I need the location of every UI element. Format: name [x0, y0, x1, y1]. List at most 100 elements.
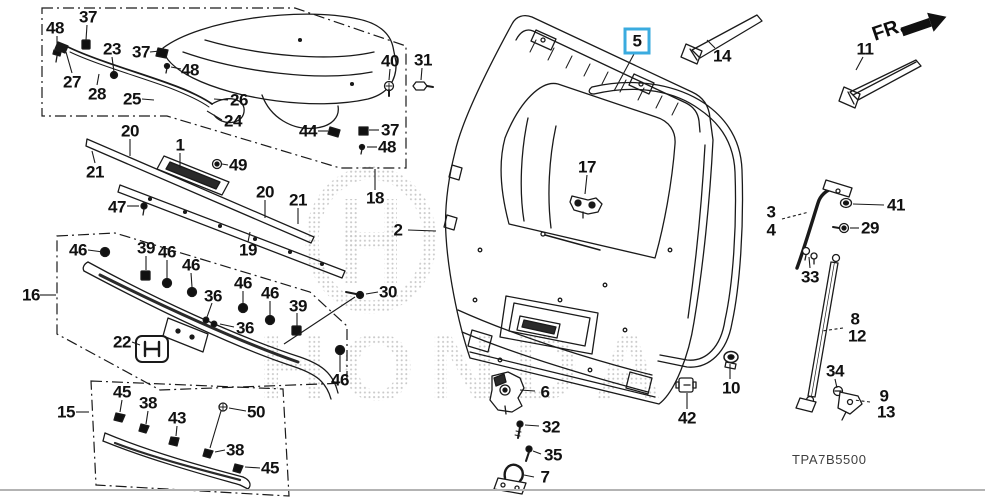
callout-18[interactable]: 18 — [366, 188, 384, 208]
callout-36[interactable]: 36 — [236, 318, 254, 338]
callout-49[interactable]: 49 — [229, 155, 247, 175]
callout-20[interactable]: 20 — [121, 121, 139, 141]
callout-21[interactable]: 21 — [289, 190, 307, 210]
callout-17[interactable]: 17 — [578, 157, 596, 177]
callout-28[interactable]: 28 — [88, 84, 106, 104]
upper-molding-drawing — [85, 138, 346, 279]
callout-46[interactable]: 46 — [261, 283, 279, 303]
callout-10[interactable]: 10 — [722, 378, 740, 398]
callout-37[interactable]: 37 — [79, 7, 97, 27]
callout-39[interactable]: 39 — [137, 238, 155, 258]
leader-line — [420, 67, 423, 81]
leader-line — [65, 51, 73, 74]
leader-line — [213, 98, 229, 101]
leader-line — [206, 302, 213, 318]
callout-37[interactable]: 37 — [381, 120, 399, 140]
callout-7[interactable]: 7 — [540, 467, 550, 487]
leader-line — [175, 425, 178, 437]
leader-line — [190, 272, 193, 288]
leader-line — [119, 399, 123, 413]
callout-16[interactable]: 16 — [22, 285, 40, 305]
glass-lock-17 — [569, 195, 603, 219]
callout-44[interactable]: 44 — [299, 121, 317, 141]
leader-line — [781, 211, 810, 220]
callout-48[interactable]: 48 — [378, 137, 396, 157]
callout-14[interactable]: 14 — [713, 46, 731, 66]
callout-19[interactable]: 19 — [239, 240, 257, 260]
callout-45[interactable]: 45 — [113, 382, 131, 402]
callout-37[interactable]: 37 — [132, 42, 150, 62]
callout-36[interactable]: 36 — [204, 286, 222, 306]
callout-5[interactable]: 5 — [623, 27, 651, 55]
callout-45[interactable]: 45 — [261, 458, 279, 478]
callout-50[interactable]: 50 — [247, 402, 265, 422]
callout-42[interactable]: 42 — [678, 408, 696, 428]
callout-8[interactable]: 8 — [850, 309, 860, 329]
callout-46[interactable]: 46 — [182, 255, 200, 275]
callout-35[interactable]: 35 — [544, 445, 562, 465]
tailgate-garnish-drawing — [82, 261, 339, 400]
callout-9[interactable]: 9 — [879, 386, 889, 406]
leader-line — [532, 450, 542, 455]
hardware-right — [675, 197, 863, 421]
callout-48[interactable]: 48 — [181, 60, 199, 80]
callout-39[interactable]: 39 — [289, 296, 307, 316]
callout-2[interactable]: 2 — [393, 220, 403, 240]
callout-31[interactable]: 31 — [414, 50, 432, 70]
callout-46[interactable]: 46 — [69, 240, 87, 260]
spoiler-drawing — [162, 13, 397, 130]
bolt-32-drawing — [514, 420, 524, 439]
callout-20[interactable]: 20 — [256, 182, 274, 202]
leader-line — [87, 249, 104, 253]
callout-25[interactable]: 25 — [123, 89, 141, 109]
callout-22[interactable]: 22 — [113, 332, 131, 352]
callout-33[interactable]: 33 — [801, 267, 819, 287]
leader-line — [85, 24, 88, 41]
callout-4[interactable]: 4 — [766, 220, 776, 240]
washer-tube-drawing — [54, 41, 245, 124]
leader-line — [834, 378, 838, 389]
fr-arrow-icon — [900, 12, 947, 37]
callout-1[interactable]: 1 — [175, 135, 185, 155]
leader-line — [247, 231, 251, 243]
leader-line — [91, 150, 96, 164]
leader-line — [706, 39, 716, 49]
callout-30[interactable]: 30 — [379, 282, 397, 302]
callout-48[interactable]: 48 — [46, 18, 64, 38]
callout-13[interactable]: 13 — [877, 402, 895, 422]
callout-26[interactable]: 26 — [230, 90, 248, 110]
callout-6[interactable]: 6 — [540, 382, 550, 402]
seal-drawing — [588, 81, 744, 368]
callout-23[interactable]: 23 — [103, 39, 121, 59]
callout-41[interactable]: 41 — [887, 195, 905, 215]
leader-line — [170, 66, 182, 70]
callout-21[interactable]: 21 — [86, 162, 104, 182]
leader-line — [365, 291, 379, 295]
leader-line — [613, 53, 635, 92]
callout-27[interactable]: 27 — [63, 72, 81, 92]
lower-garnish-drawing — [102, 432, 251, 490]
leader-line — [523, 474, 535, 478]
callout-40[interactable]: 40 — [381, 51, 399, 71]
leader-line — [149, 50, 161, 53]
callout-29[interactable]: 29 — [861, 218, 879, 238]
callout-47[interactable]: 47 — [108, 197, 126, 217]
callout-12[interactable]: 12 — [848, 326, 866, 346]
callout-46[interactable]: 46 — [158, 242, 176, 262]
callout-46[interactable]: 46 — [234, 273, 252, 293]
callout-38[interactable]: 38 — [226, 440, 244, 460]
callout-46[interactable]: 46 — [331, 370, 349, 390]
leader-line — [584, 174, 588, 195]
callout-15[interactable]: 15 — [57, 402, 75, 422]
callout-3[interactable]: 3 — [766, 202, 776, 222]
leader-line — [131, 341, 141, 346]
callout-32[interactable]: 32 — [542, 417, 560, 437]
callout-43[interactable]: 43 — [168, 408, 186, 428]
leader-line — [244, 466, 261, 469]
callout-38[interactable]: 38 — [139, 393, 157, 413]
bolt-35-drawing — [525, 445, 533, 462]
callout-34[interactable]: 34 — [826, 361, 844, 381]
callout-11[interactable]: 11 — [856, 39, 874, 59]
callout-24[interactable]: 24 — [224, 111, 242, 131]
